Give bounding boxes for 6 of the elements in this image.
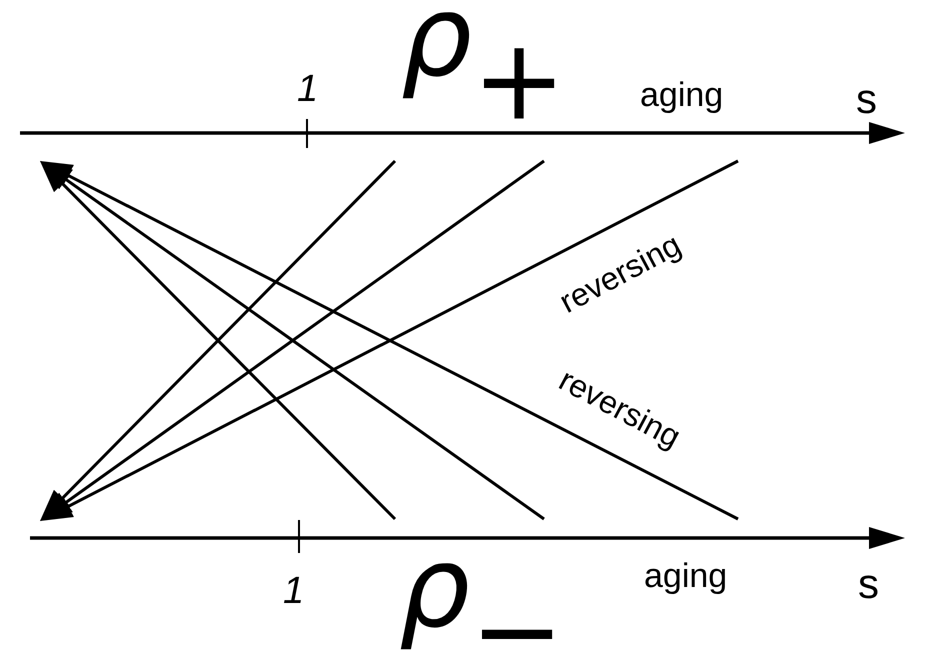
annotation-text: aging [644, 559, 728, 593]
tick-label: 1 [283, 572, 304, 610]
axis-label: s [856, 78, 877, 120]
axis-label: s [858, 563, 879, 605]
annotation-text: aging [640, 78, 724, 112]
tick-label: 1 [297, 70, 318, 108]
